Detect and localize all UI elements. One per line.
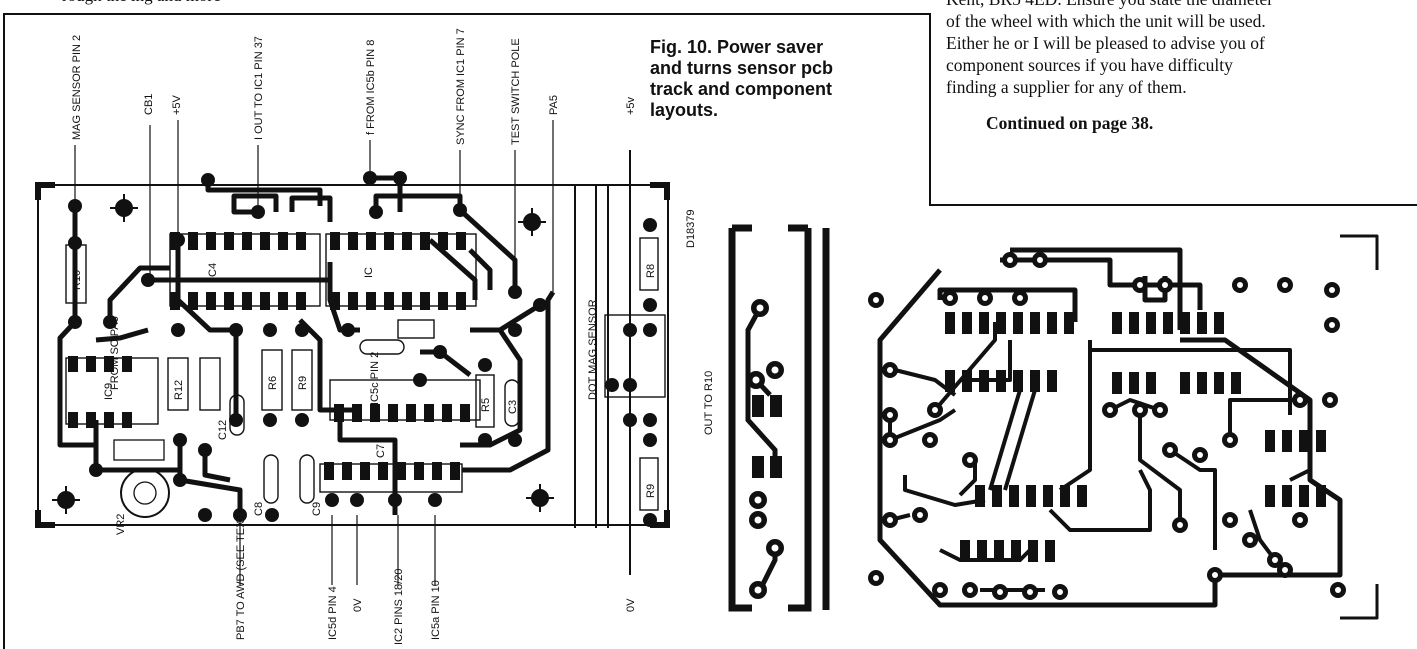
ic-pads <box>68 232 470 480</box>
figure-frame <box>3 13 1417 649</box>
mounting-holes <box>52 194 554 514</box>
label-vr2: VR2 <box>115 514 127 535</box>
label-r10: R10 <box>71 270 83 290</box>
label-r5: R5 <box>480 398 492 412</box>
label-i-out: I OUT TO IC1 PIN 37 <box>253 36 265 140</box>
label-r12: R12 <box>173 380 185 400</box>
label-c7: C7 <box>375 444 387 458</box>
bottom-labels: PB7 TO AWD (SEE TEXT) IC5d PIN 4 0V IC2 … <box>235 510 637 645</box>
label-r8: R8 <box>645 264 657 278</box>
caption-line: track and component <box>650 79 833 99</box>
caption-line: and turns sensor pcb <box>650 58 834 78</box>
label-r9-right: R9 <box>645 484 657 498</box>
label-r6: R6 <box>267 376 279 390</box>
figure-caption: Fig. 10. Power saver and turns sensor pc… <box>650 37 895 121</box>
sensor-track-pads <box>747 299 784 599</box>
label-test-switch: TEST SWITCH POLE <box>510 38 522 145</box>
label-plus5v: +5V <box>171 94 183 115</box>
label-out-to-r10: OUT TO R10 <box>703 371 715 435</box>
label-sync-from: SYNC FROM IC1 PIN 7 <box>455 28 467 145</box>
label-r9: R9 <box>297 376 309 390</box>
component-layout <box>35 120 670 585</box>
label-ic9: IC9 <box>103 383 115 400</box>
article-line: finding a supplier for any of them. <box>946 77 1187 97</box>
label-ic5d: IC5d PIN 4 <box>327 586 339 640</box>
label-c3: C3 <box>507 400 519 414</box>
caption-line: Fig. 10. Power saver <box>650 37 824 57</box>
label-ic5c: IC5c PIN 2 <box>369 352 381 405</box>
article-text: Kent, BR5 4ED. Ensure you state the diam… <box>946 0 1411 134</box>
label-pa5: PA5 <box>548 95 560 115</box>
label-ic5a: IC5a PIN 10 <box>430 580 442 640</box>
label-ic4: IC4 <box>207 263 219 280</box>
label-c9: C9 <box>311 502 323 516</box>
caption-line: layouts. <box>650 100 719 120</box>
label-dot-mag-sensor: DOT MAG SENSOR <box>587 299 599 400</box>
label-cb1: CB1 <box>143 94 155 115</box>
continued-note: Continued on page 38. <box>986 113 1154 133</box>
label-pb7: PB7 TO AWD (SEE TEXT) <box>235 510 247 640</box>
label-f-from: f FROM IC5b PIN 8 <box>365 40 377 135</box>
header-text-fragment: rough the ing and more <box>62 0 462 6</box>
label-ic: IC <box>363 267 375 278</box>
component-tracks <box>57 175 556 515</box>
article-line: Either he or I will be pleased to advise… <box>946 33 1265 53</box>
label-plus5v-right: +5v <box>625 96 637 115</box>
article-line: component sources if you have difficulty <box>946 55 1233 75</box>
main-track-layout <box>877 234 1379 620</box>
label-board-ref: D18379 <box>685 209 697 248</box>
article-line: of the wheel with which the unit will be… <box>946 11 1266 31</box>
round-pads <box>68 171 657 527</box>
top-labels: MAG SENSOR PIN 2 CB1 +5V I OUT TO IC1 PI… <box>71 28 637 145</box>
label-from-sc: FROM SC PA6 <box>109 316 121 390</box>
article-cut-line: Kent, BR5 4ED. Ensure you state the diam… <box>946 0 1411 10</box>
label-0v: 0V <box>352 598 364 612</box>
label-c8: C8 <box>253 502 265 516</box>
label-ic2: IC2 PINS 18/20 <box>393 569 405 645</box>
pad-holes <box>752 257 1341 595</box>
component-labels: IC9 IC4 IC IC5c PIN 2 C7 R10 R12 R6 R9 R… <box>71 209 715 535</box>
label-c12: C12 <box>217 420 229 440</box>
label-mag-sensor-pin2: MAG SENSOR PIN 2 <box>71 35 83 140</box>
main-track-pads <box>868 252 1346 600</box>
label-0v-right: 0V <box>625 598 637 612</box>
